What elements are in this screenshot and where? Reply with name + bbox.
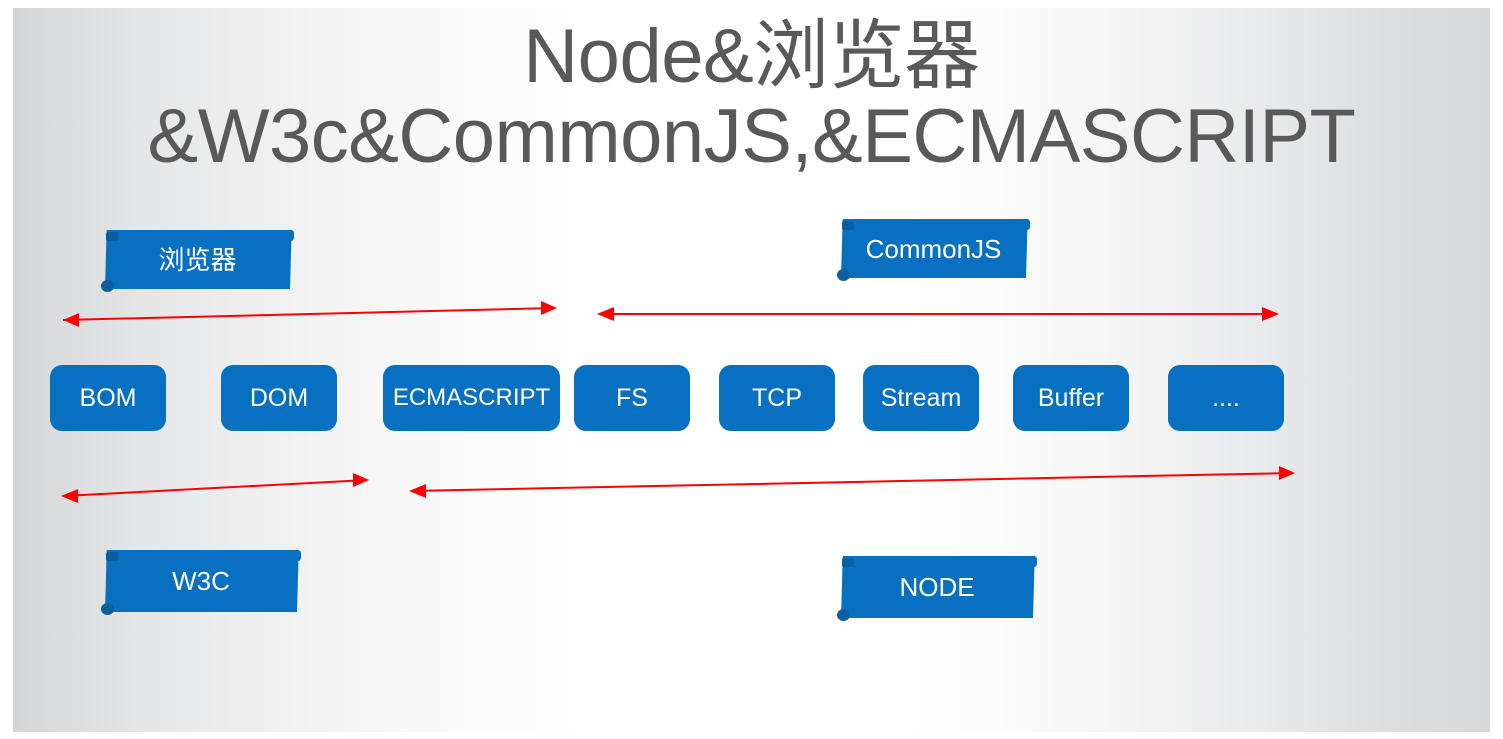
chip-label: BOM <box>79 383 137 412</box>
chip-tcp[interactable]: TCP <box>719 365 835 431</box>
spellcheck-text: CommonJS <box>866 236 1002 262</box>
chip-label: Stream <box>880 383 962 412</box>
chip-label: TCP <box>752 383 802 412</box>
chip-stream[interactable]: Stream <box>863 365 979 431</box>
corner-nub-top-left <box>842 558 854 567</box>
title-line-2: &W3c&CommonJS,&ECMASCRIPT <box>147 93 1356 179</box>
plaque-commonjs[interactable]: CommonJS <box>837 219 1030 281</box>
corner-nub-top-right <box>1018 219 1030 230</box>
plaque-label-text: CommonJS <box>865 233 1002 264</box>
corner-nub-bottom-left <box>101 603 114 615</box>
corner-nub-top-left <box>106 232 118 241</box>
plaque-w3c[interactable]: W3C <box>101 550 301 615</box>
corner-nub-top-right <box>289 550 301 561</box>
corner-nub-bottom-left <box>837 269 850 281</box>
chip-ellipsis[interactable]: .... <box>1168 365 1284 431</box>
chip-label: Buffer <box>1037 383 1105 412</box>
node-scope-arrow <box>409 466 1295 498</box>
title-line-1: Node&浏览器 <box>523 14 980 99</box>
plaque-label: NODE <box>899 572 975 602</box>
corner-nub-top-right <box>282 230 294 241</box>
chip-ecmascript[interactable]: ECMASCRIPT <box>383 365 560 431</box>
w3c-scope-arrow <box>61 473 369 503</box>
plaque-label: 浏览器 <box>158 244 237 275</box>
chip-label: DOM <box>249 383 309 412</box>
corner-nub-bottom-left <box>101 280 114 292</box>
corner-nub-top-left <box>842 221 854 230</box>
plaque-node[interactable]: NODE <box>837 556 1037 621</box>
commonjs-scope-arrow <box>597 307 1279 321</box>
chip-bom[interactable]: BOM <box>50 365 166 431</box>
browser-scope-arrow <box>62 301 557 327</box>
corner-nub-bottom-left <box>837 609 850 621</box>
plaque-label: CommonJS <box>841 219 1026 278</box>
chip-label: .... <box>1212 383 1240 412</box>
chip-fs[interactable]: FS <box>574 365 690 431</box>
chip-buffer[interactable]: Buffer <box>1013 365 1129 431</box>
page-title: Node&浏览器 &W3c&CommonJS,&ECMASCRIPT <box>13 18 1490 175</box>
chip-label: ECMASCRIPT <box>392 384 551 411</box>
spellcheck-squiggle-icon <box>866 262 1002 267</box>
plaque-label: W3C <box>172 566 230 596</box>
chip-label: FS <box>616 383 648 412</box>
corner-nub-top-left <box>106 552 118 561</box>
slide-frame: Node&浏览器 &W3c&CommonJS,&ECMASCRIPT 浏览器 C… <box>13 8 1490 732</box>
chip-dom[interactable]: DOM <box>221 365 337 431</box>
corner-nub-top-right <box>1025 556 1037 567</box>
plaque-browser[interactable]: 浏览器 <box>101 230 294 292</box>
